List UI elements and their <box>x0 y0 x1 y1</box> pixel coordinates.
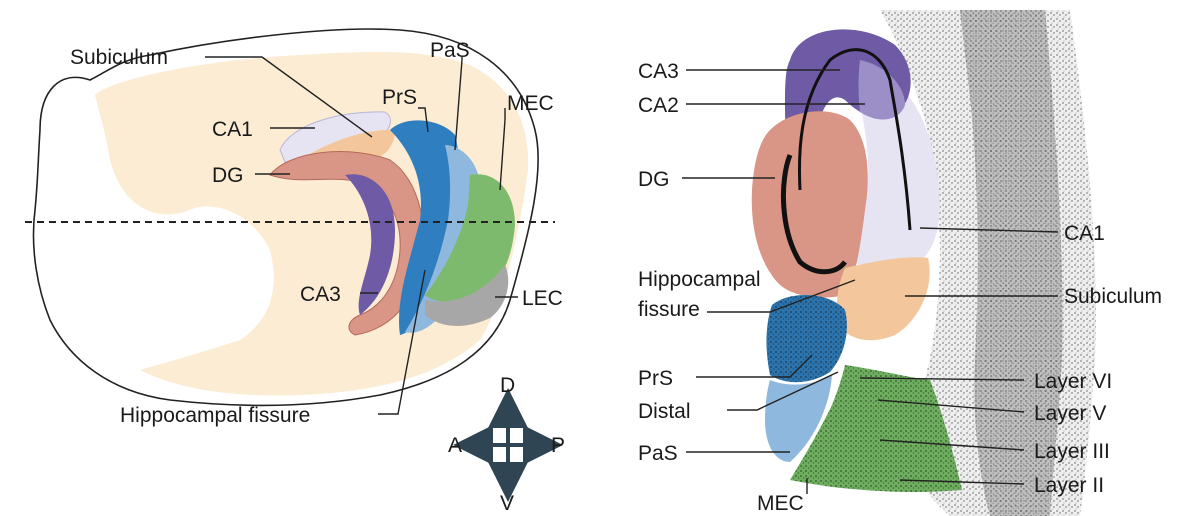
compass-ventral: V <box>500 492 514 515</box>
hippocampal-fissure-slice-label-2: fissure <box>638 298 700 321</box>
lec-label: LEC <box>522 287 563 310</box>
ca1-label: CA1 <box>212 118 253 141</box>
ca3-label: CA3 <box>300 283 341 306</box>
compass-posterior: P <box>551 434 565 457</box>
ca2-slice-label: CA2 <box>638 94 679 117</box>
orientation-compass: D V A P <box>448 374 565 515</box>
layer-iii-label: Layer III <box>1034 440 1110 463</box>
prs-slice-label: PrS <box>638 367 673 390</box>
left-panel: Subiculum PaS PrS MEC CA1 DG CA3 LEC Hip… <box>25 29 565 515</box>
dg-label: DG <box>212 164 244 187</box>
layer-vi-label: Layer VI <box>1034 370 1112 393</box>
dg-slice-label: DG <box>638 168 670 191</box>
ca1-slice-label: CA1 <box>1064 222 1105 245</box>
pas-label: PaS <box>430 39 470 62</box>
ca3-slice-label: CA3 <box>638 60 679 83</box>
mec-label: MEC <box>507 92 554 115</box>
compass-dorsal: D <box>500 374 515 397</box>
layer-v-label: Layer V <box>1034 402 1106 425</box>
right-panel: CA3 CA2 DG CA1 Hippocampal fissure Subic… <box>638 10 1162 516</box>
mec-slice-label: MEC <box>757 492 804 515</box>
hippocampal-fissure-label: Hippocampal fissure <box>120 404 310 427</box>
pas-slice-label: PaS <box>638 442 678 465</box>
hippocampal-fissure-slice-label-1: Hippocampal <box>638 268 761 291</box>
subiculum-slice <box>837 257 930 340</box>
distal-label: Distal <box>638 400 691 423</box>
prs-label: PrS <box>382 86 417 109</box>
subiculum-label: Subiculum <box>70 46 168 69</box>
compass-anterior: A <box>448 434 462 457</box>
subiculum-slice-label: Subiculum <box>1064 285 1162 308</box>
layer-ii-label: Layer II <box>1034 474 1104 497</box>
